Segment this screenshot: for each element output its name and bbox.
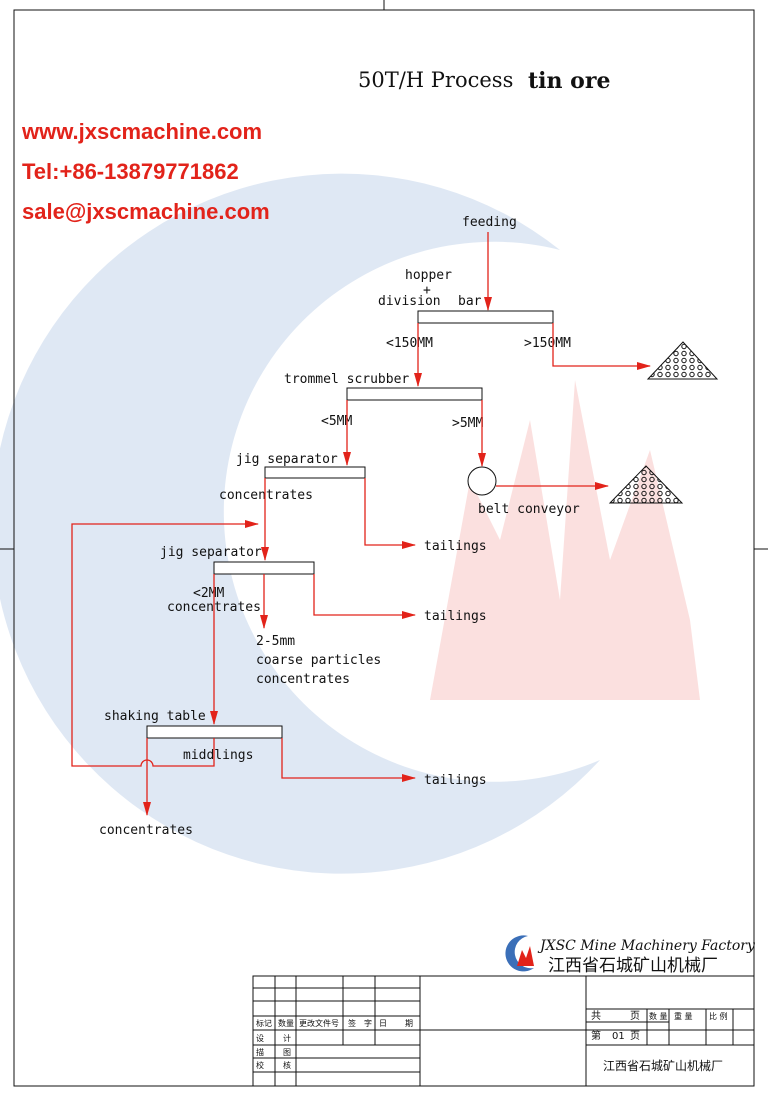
label-coarse3: concentrates <box>256 672 350 687</box>
jig1-bar <box>264 466 366 479</box>
label-middlings: middlings <box>183 748 253 763</box>
label-tail3: tailings <box>424 773 487 788</box>
label-lt150: <150MM <box>386 336 433 351</box>
label-jig1: jig separator <box>236 452 338 467</box>
tb-di: 第 <box>591 1029 601 1042</box>
tb-shuliang: 数 量 <box>649 1011 668 1021</box>
tb-header-qty: 数量 <box>278 1018 294 1028</box>
tb-bili: 比 例 <box>709 1011 728 1021</box>
label-shaking: shaking table <box>104 709 206 724</box>
tb-zhongliang: 重 量 <box>674 1011 693 1021</box>
tb-row-check1: 校 <box>256 1060 264 1070</box>
tb-header-sign1: 签 <box>348 1018 356 1028</box>
tb-page-no: 01 <box>612 1031 625 1042</box>
jig2-bar <box>213 561 315 575</box>
contact-website: www.jxscmachine.com <box>21 119 262 144</box>
company-logo-icon <box>505 935 534 972</box>
tb-header-sign2: 字 <box>364 1018 372 1028</box>
tb-gong: 共 <box>591 1010 601 1022</box>
oversize-pile-icon <box>646 341 719 380</box>
tb-ye: 页 <box>630 1010 640 1022</box>
label-gt150: >150MM <box>524 336 571 351</box>
belt-pile-icon <box>608 465 684 504</box>
label-tail1: tailings <box>424 539 487 554</box>
arrow-oversize <box>552 323 651 370</box>
label-feeding: feeding <box>462 215 517 230</box>
label-division: division <box>378 294 441 309</box>
hopper-division-bar <box>417 310 554 324</box>
label-coarse2: coarse particles <box>256 653 381 668</box>
tb-header-docno: 更改文件号 <box>299 1018 339 1028</box>
watermark-logo <box>0 173 600 874</box>
label-coarse1: 2-5mm <box>256 634 295 649</box>
label-plus: + <box>423 283 431 298</box>
company-name-en: JXSC Mine Machinery Factory <box>537 938 756 954</box>
label-tail2: tailings <box>424 609 487 624</box>
tb-header-date2: 期 <box>405 1019 413 1028</box>
tb-header-date1: 日 <box>379 1019 387 1028</box>
contact-phone: Tel:+86-13879771862 <box>22 159 239 184</box>
label-conc-final: concentrates <box>99 823 193 838</box>
tb-header-mark: 标记 <box>256 1018 272 1028</box>
tb-row-design2: 计 <box>283 1033 291 1043</box>
label-jig2: jig separator <box>160 545 262 560</box>
label-bar: bar <box>458 294 482 309</box>
tb-row-check2: 核 <box>283 1060 291 1070</box>
arrow-middlings-return <box>71 520 259 767</box>
label-lt5: <5MM <box>321 414 352 429</box>
tb-row-draw1: 描 <box>256 1047 264 1057</box>
contact-email: sale@jxscmachine.com <box>22 199 270 224</box>
arrow-tailings2 <box>313 574 416 619</box>
company-name-cn: 江西省石城矿山机械厂 <box>548 956 718 976</box>
title-line1: 50T/H Process <box>358 68 513 92</box>
tb-row-design1: 设 <box>256 1033 264 1043</box>
watermark-mountain <box>430 380 700 700</box>
tb-row-draw2: 图 <box>283 1048 291 1057</box>
arrow-tailings1 <box>364 478 416 549</box>
label-belt: belt conveyor <box>478 502 580 517</box>
label-hopper: hopper <box>405 268 452 283</box>
label-lt2: <2MM <box>193 586 224 601</box>
trommel-bar <box>346 387 483 401</box>
label-gt5: >5MM <box>452 416 483 431</box>
label-trommel: trommel scrubber <box>284 372 409 387</box>
arrow-tailings3 <box>281 738 416 782</box>
belt-conveyor-icon <box>467 466 497 496</box>
tb-ye2: 页 <box>630 1030 640 1042</box>
title-line2: tin ore <box>528 68 610 94</box>
label-conc1: concentrates <box>219 488 313 503</box>
tb-factory: 江西省石城矿山机械厂 <box>603 1058 723 1073</box>
title-block <box>252 975 755 1087</box>
shaking-table-bar <box>146 725 283 739</box>
